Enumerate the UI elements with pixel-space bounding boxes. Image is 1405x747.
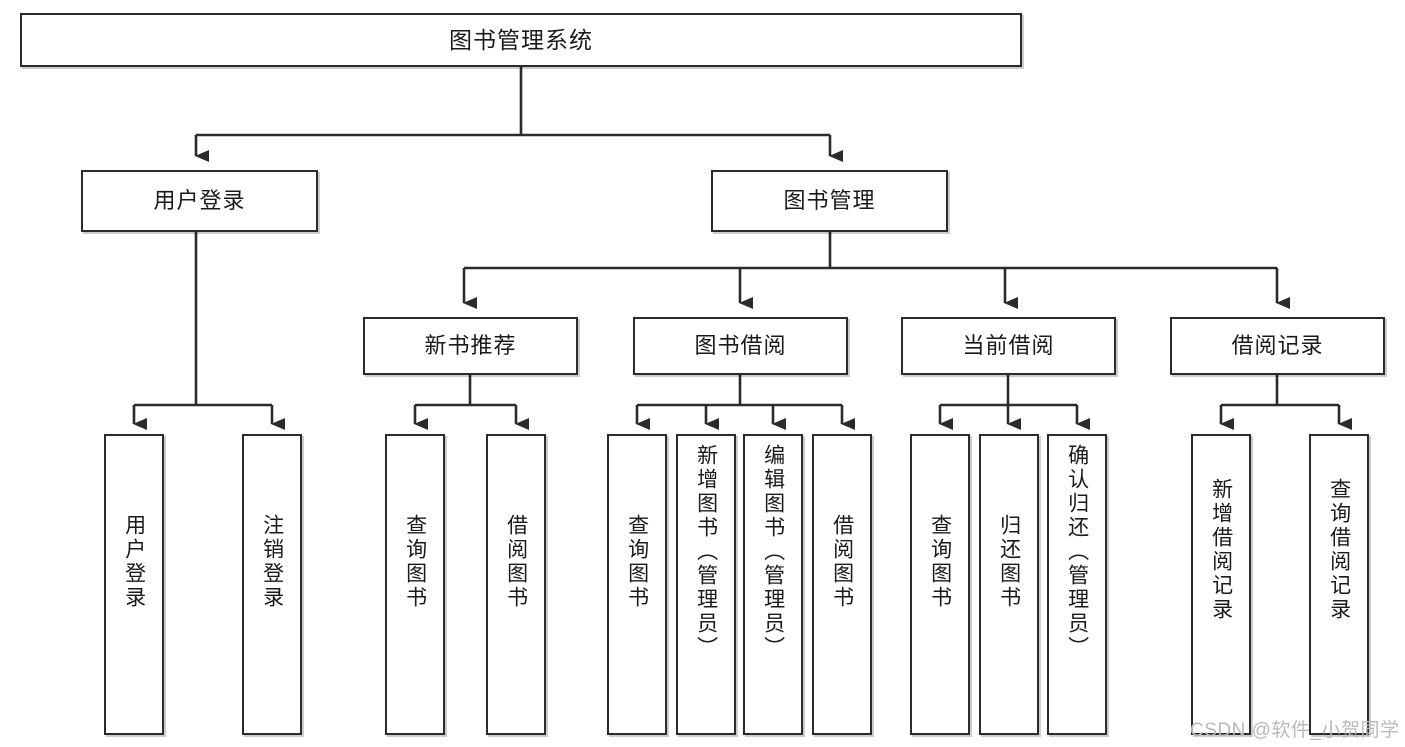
leaf-new-book-query-label: 查询图书 [403,514,427,610]
leaf-current-borrow-query[interactable]: 查询图书 [910,434,970,735]
node-borrow-record-label: 借阅记录 [1231,333,1324,359]
node-new-book-recommend[interactable]: 新书推荐 [363,317,578,375]
node-user-login[interactable]: 用户登录 [81,170,318,232]
leaf-current-borrow-query-label: 查询图书 [928,514,952,610]
leaf-user-login-logout[interactable]: 注销登录 [242,434,302,735]
leaf-new-book-borrow[interactable]: 借阅图书 [486,434,546,735]
leaf-current-borrow-return-label: 归还图书 [997,514,1021,610]
leaf-book-borrow-edit-label: 编辑图书（管理员） [761,444,785,660]
node-current-borrow-label: 当前借阅 [962,333,1055,359]
leaf-book-borrow-edit[interactable]: 编辑图书（管理员） [743,434,803,735]
leaf-book-borrow-query[interactable]: 查询图书 [607,434,667,735]
node-new-book-recommend-label: 新书推荐 [424,333,517,359]
leaf-user-login-login[interactable]: 用户登录 [104,434,164,735]
leaf-borrow-record-add-label: 新增借阅记录 [1209,478,1233,622]
leaf-user-login-login-label: 用户登录 [122,514,146,610]
node-user-login-label: 用户登录 [153,188,246,214]
watermark-text: CSDN @软件_小贺同学 [1190,720,1400,741]
node-book-management[interactable]: 图书管理 [711,170,948,232]
leaf-current-borrow-return[interactable]: 归还图书 [979,434,1039,735]
node-borrow-record[interactable]: 借阅记录 [1170,317,1385,375]
leaf-book-borrow-add[interactable]: 新增图书（管理员） [676,434,736,735]
leaf-user-login-logout-label: 注销登录 [260,514,284,610]
node-book-management-label: 图书管理 [783,188,876,214]
leaf-book-borrow-query-label: 查询图书 [625,514,649,610]
leaf-current-borrow-confirm[interactable]: 确认归还（管理员） [1047,434,1107,735]
node-root-label: 图书管理系统 [449,26,593,53]
leaf-borrow-record-query[interactable]: 查询借阅记录 [1309,434,1369,735]
leaf-new-book-query[interactable]: 查询图书 [385,434,445,735]
leaf-borrow-record-add[interactable]: 新增借阅记录 [1191,434,1251,735]
leaf-book-borrow-borrow-label: 借阅图书 [830,514,854,610]
leaf-book-borrow-borrow[interactable]: 借阅图书 [812,434,872,735]
leaf-borrow-record-query-label: 查询借阅记录 [1327,478,1351,622]
leaf-current-borrow-confirm-label: 确认归还（管理员） [1065,444,1089,660]
node-book-borrow-label: 图书借阅 [694,333,787,359]
node-current-borrow[interactable]: 当前借阅 [901,317,1116,375]
leaf-new-book-borrow-label: 借阅图书 [504,514,528,610]
leaf-book-borrow-add-label: 新增图书（管理员） [694,444,718,660]
node-book-borrow[interactable]: 图书借阅 [633,317,848,375]
node-root[interactable]: 图书管理系统 [20,13,1022,67]
